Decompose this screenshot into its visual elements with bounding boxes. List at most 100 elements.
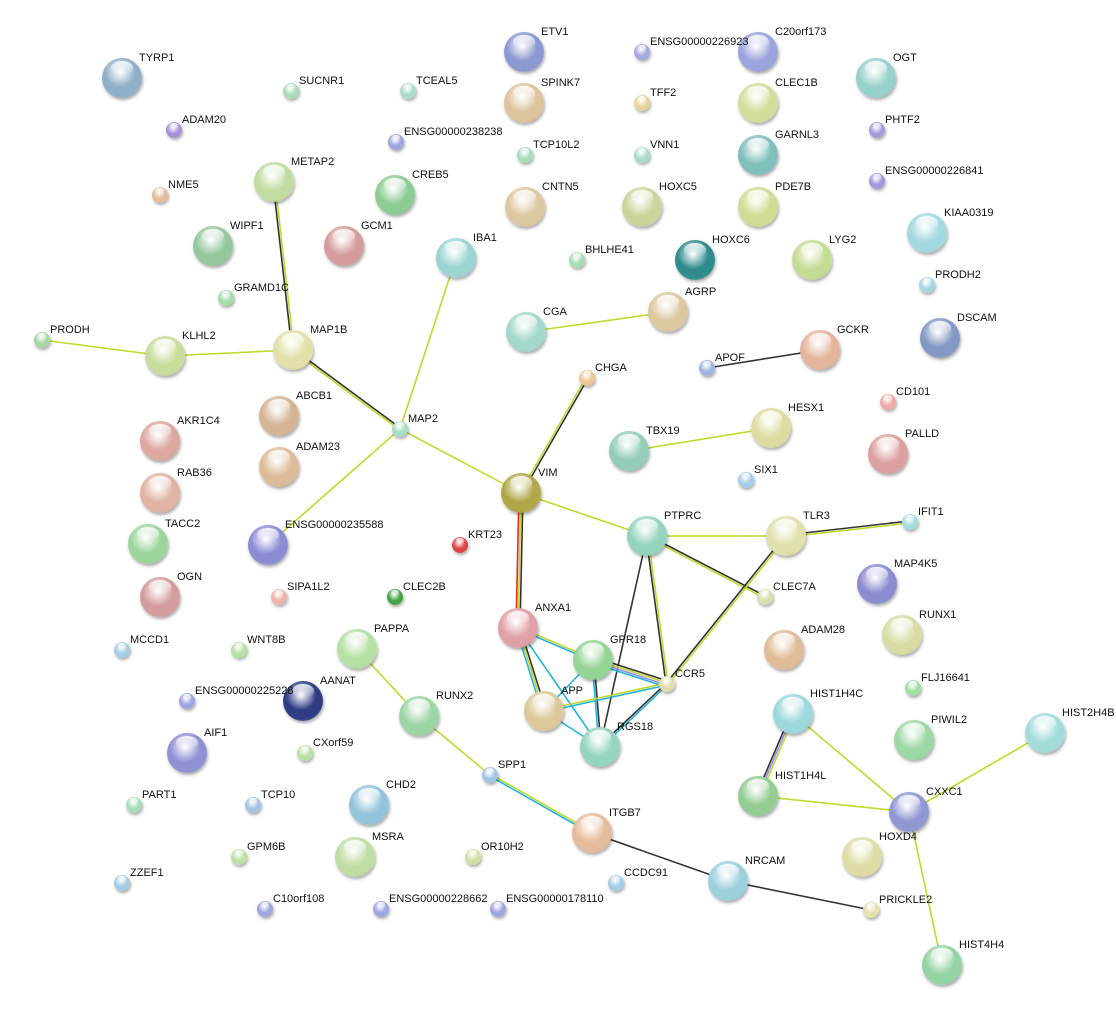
node-rgs18[interactable] — [580, 727, 620, 767]
node-agrp[interactable] — [648, 292, 688, 332]
node-runx1[interactable] — [882, 615, 922, 655]
node-flj16641[interactable] — [905, 680, 921, 696]
node-mccd1[interactable] — [114, 642, 130, 658]
node-apof[interactable] — [699, 360, 715, 376]
node-hist1h4l[interactable] — [738, 776, 778, 816]
node-vnn1[interactable] — [634, 147, 650, 163]
node-hoxc6[interactable] — [675, 240, 715, 280]
node-pde7b[interactable] — [738, 187, 778, 227]
edge-iba1-map2[interactable] — [399, 257, 457, 430]
node-vim[interactable] — [501, 473, 541, 513]
edge-tbx19-hesx1[interactable] — [628, 427, 772, 452]
node-prodh[interactable] — [34, 332, 50, 348]
node-spink7[interactable] — [504, 83, 544, 123]
node-phtf2[interactable] — [869, 122, 885, 138]
node-etv1[interactable] — [504, 32, 544, 72]
edge-hist2h4b-cxxc1[interactable] — [908, 732, 1046, 813]
node-ensg00000226923[interactable] — [634, 44, 650, 60]
edge-cxxc1-hist4h4[interactable] — [908, 811, 943, 966]
node-gcm1[interactable] — [324, 226, 364, 266]
node-cxxc1[interactable] — [889, 792, 929, 832]
node-cxorf59[interactable] — [297, 745, 313, 761]
node-msra[interactable] — [335, 837, 375, 877]
node-runx2[interactable] — [399, 696, 439, 736]
edge-tlr3-ifit1[interactable] — [785, 520, 911, 538]
node-ccr5[interactable] — [659, 676, 675, 692]
node-c10orf108[interactable] — [257, 901, 273, 917]
node-lyg2[interactable] — [792, 240, 832, 280]
node-kiaa0319[interactable] — [907, 213, 947, 253]
edge-ptprc-rgs18[interactable] — [599, 535, 648, 748]
edge-hist1h4l-cxxc1[interactable] — [757, 795, 910, 813]
node-ensg00000228662[interactable] — [373, 901, 389, 917]
edge-hist1h4c-cxxc1[interactable] — [792, 713, 910, 813]
node-ogt[interactable] — [856, 58, 896, 98]
node-cd101[interactable] — [880, 394, 896, 410]
node-chd2[interactable] — [349, 785, 389, 825]
node-part1[interactable] — [126, 797, 142, 813]
node-gramd1c[interactable] — [218, 290, 234, 306]
node-ogn[interactable] — [140, 577, 180, 617]
node-ensg00000178110[interactable] — [490, 901, 506, 917]
node-prickle2[interactable] — [863, 902, 879, 918]
node-adam28[interactable] — [764, 630, 804, 670]
node-gpr18[interactable] — [573, 640, 613, 680]
node-rab36[interactable] — [140, 473, 180, 513]
node-map4k5[interactable] — [857, 564, 897, 604]
node-garnl3[interactable] — [738, 135, 778, 175]
node-sipa1l2[interactable] — [271, 589, 287, 605]
node-abcb1[interactable] — [259, 396, 299, 436]
edge-map1b-map2[interactable] — [291, 348, 402, 431]
node-map2[interactable] — [392, 421, 408, 437]
edge-vim-anxa1[interactable] — [515, 492, 524, 629]
node-bhlhe41[interactable] — [569, 252, 585, 268]
node-pappa[interactable] — [337, 629, 377, 669]
node-ptprc[interactable] — [627, 516, 667, 556]
node-adam23[interactable] — [259, 447, 299, 487]
node-chga[interactable] — [579, 370, 595, 386]
node-wipf1[interactable] — [193, 226, 233, 266]
edge-vim-ptprc[interactable] — [520, 492, 648, 537]
node-piwil2[interactable] — [894, 720, 934, 760]
node-clec7a[interactable] — [757, 589, 773, 605]
node-creb5[interactable] — [375, 175, 415, 215]
edge-tlr3-ccr5[interactable] — [665, 534, 788, 686]
node-tlr3[interactable] — [766, 516, 806, 556]
node-ccdc91[interactable] — [608, 875, 624, 891]
node-aif1[interactable] — [167, 733, 207, 773]
node-hesx1[interactable] — [751, 408, 791, 448]
edge-cga-agrp[interactable] — [525, 311, 669, 333]
node-anxa1[interactable] — [498, 608, 538, 648]
node-clec1b[interactable] — [738, 83, 778, 123]
node-spp1[interactable] — [482, 767, 498, 783]
node-ifit1[interactable] — [902, 514, 918, 530]
node-iba1[interactable] — [436, 238, 476, 278]
node-zzef1[interactable] — [114, 875, 130, 891]
node-app[interactable] — [524, 691, 564, 731]
node-gpm6b[interactable] — [231, 849, 247, 865]
edge-anxa1-rgs18[interactable] — [517, 627, 601, 748]
node-ensg00000225228[interactable] — [179, 693, 195, 709]
node-hoxd4[interactable] — [842, 837, 882, 877]
node-ensg00000226841[interactable] — [869, 173, 885, 189]
node-hist2h4b[interactable] — [1025, 713, 1065, 753]
node-tcp10[interactable] — [245, 797, 261, 813]
node-ensg00000238238[interactable] — [388, 134, 404, 150]
node-cga[interactable] — [506, 312, 546, 352]
node-palld[interactable] — [868, 434, 908, 474]
node-tceal5[interactable] — [400, 83, 416, 99]
edge-nrcam-prickle2[interactable] — [727, 880, 872, 911]
node-akr1c4[interactable] — [140, 421, 180, 461]
node-sucnr1[interactable] — [283, 83, 299, 99]
node-map1b[interactable] — [273, 330, 313, 370]
edge-klhl2-map1b[interactable] — [164, 349, 294, 357]
edge-ptprc-ccr5[interactable] — [645, 535, 669, 685]
edge-map2-vim[interactable] — [399, 428, 522, 494]
node-tcp10l2[interactable] — [517, 147, 533, 163]
node-itgb7[interactable] — [572, 813, 612, 853]
edge-app-ccr5[interactable] — [543, 682, 668, 713]
node-dscam[interactable] — [920, 318, 960, 358]
edge-chga-vim[interactable] — [519, 377, 589, 494]
node-hist4h4[interactable] — [922, 945, 962, 985]
edge-itgb7-nrcam[interactable] — [591, 832, 729, 882]
